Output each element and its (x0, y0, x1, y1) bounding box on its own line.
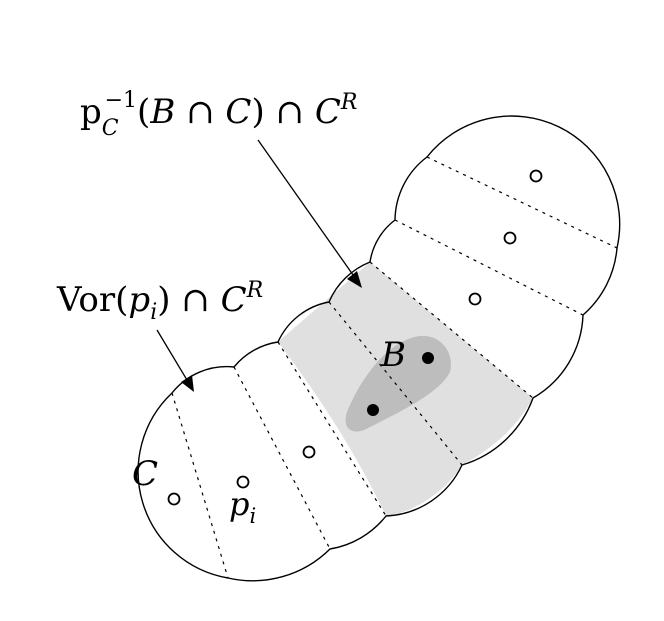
separator-line (328, 301, 463, 466)
separator-line (369, 261, 534, 399)
arrow-vor-head (181, 375, 194, 392)
arrow-top-head (347, 271, 362, 288)
site-point (302, 445, 316, 459)
label-projection: pC−1(B ∩ C) ∩ CR (80, 88, 357, 141)
site-point-pi (236, 475, 250, 489)
separator-line (426, 156, 618, 249)
b-point (422, 352, 434, 364)
separator-line (171, 392, 229, 579)
site-point (529, 169, 543, 183)
label-voronoi-cell: Vor(pi) ∩ CR (56, 278, 263, 325)
label-C: C (132, 454, 158, 494)
separator-line (277, 341, 387, 517)
points-in-B (367, 352, 434, 416)
arrow-vor (156, 329, 191, 386)
site-point (468, 292, 482, 306)
b-point (367, 404, 379, 416)
label-pi: pi (229, 485, 256, 528)
sites (167, 169, 543, 506)
site-point (503, 231, 517, 245)
outline-C (137, 115, 621, 582)
arrows (156, 139, 359, 386)
site-point (167, 492, 181, 506)
separator-line (233, 366, 331, 550)
label-B: B (380, 335, 406, 375)
separator-line (394, 219, 584, 316)
arrow-top (257, 139, 359, 283)
voronoi-boundaries (171, 156, 618, 579)
